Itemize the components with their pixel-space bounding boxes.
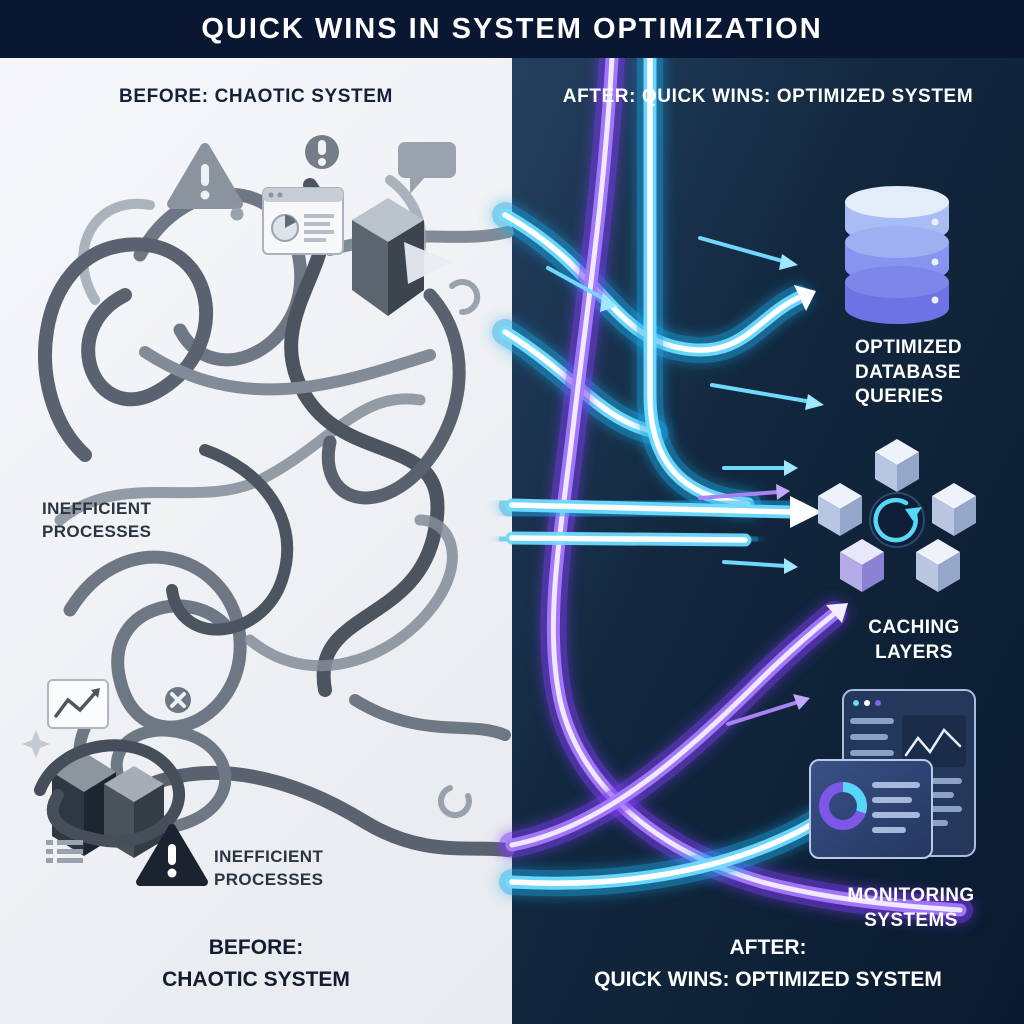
sparkle-icon [22,730,50,758]
chart-window-icon [47,679,109,729]
chat-bubble-icon [398,142,456,194]
before-footer-line1: BEFORE: [208,936,304,959]
monitoring-dashboard-icon [809,689,976,859]
server-boxes-icon [34,739,185,858]
before-heading: BEFORE: CHAOTIC SYSTEM [119,86,393,107]
accent-arrows [546,236,824,726]
after-heading: AFTER: QUICK WINS: OPTIMIZED SYSTEM [562,86,974,107]
title-banner: QUICK WINS IN SYSTEM OPTIMIZATION [0,0,1024,58]
inefficient-processes-label-top: INEFFICIENT PROCESSES [42,499,152,541]
inefficient-processes-label-bottom: INEFFICIENT PROCESSES [214,847,324,889]
error-circle-icon [305,135,339,169]
optimized-database-queries-label: OPTIMIZED DATABASE QUERIES [855,337,963,408]
analytics-window-icon [262,187,344,255]
after-footer-line2: QUICK WINS: OPTIMIZED SYSTEM [594,967,942,991]
cube [840,539,884,592]
main-title: QUICK WINS IN SYSTEM OPTIMIZATION [201,12,823,45]
before-footer: BEFORE: CHAOTIC SYSTEM [0,932,512,995]
database-icon [845,186,949,324]
alert-triangle-icon [136,824,208,886]
curl-icon-bottom [438,785,472,819]
cube [932,483,976,536]
dot-icon [230,207,244,221]
close-circle-icon [165,687,191,713]
paper-arrow-icon [404,242,452,284]
list-icon [46,840,83,863]
before-footer-line2: CHAOTIC SYSTEM [162,967,350,991]
package-box-icon [352,198,424,316]
curl-icon [449,279,481,316]
caching-layers-label: CACHING LAYERS [868,617,960,663]
after-footer-line1: AFTER: [729,936,807,959]
refresh-icon [869,492,925,548]
tangled-wires [38,175,515,857]
cube [916,539,960,592]
monitoring-systems-label: MONITORING SYSTEMS [847,885,975,931]
cube [875,439,919,492]
cube [818,483,862,536]
warning-triangle-icon [167,143,243,209]
caching-cubes-icon [818,439,976,592]
after-footer: AFTER: QUICK WINS: OPTIMIZED SYSTEM [512,932,1024,995]
